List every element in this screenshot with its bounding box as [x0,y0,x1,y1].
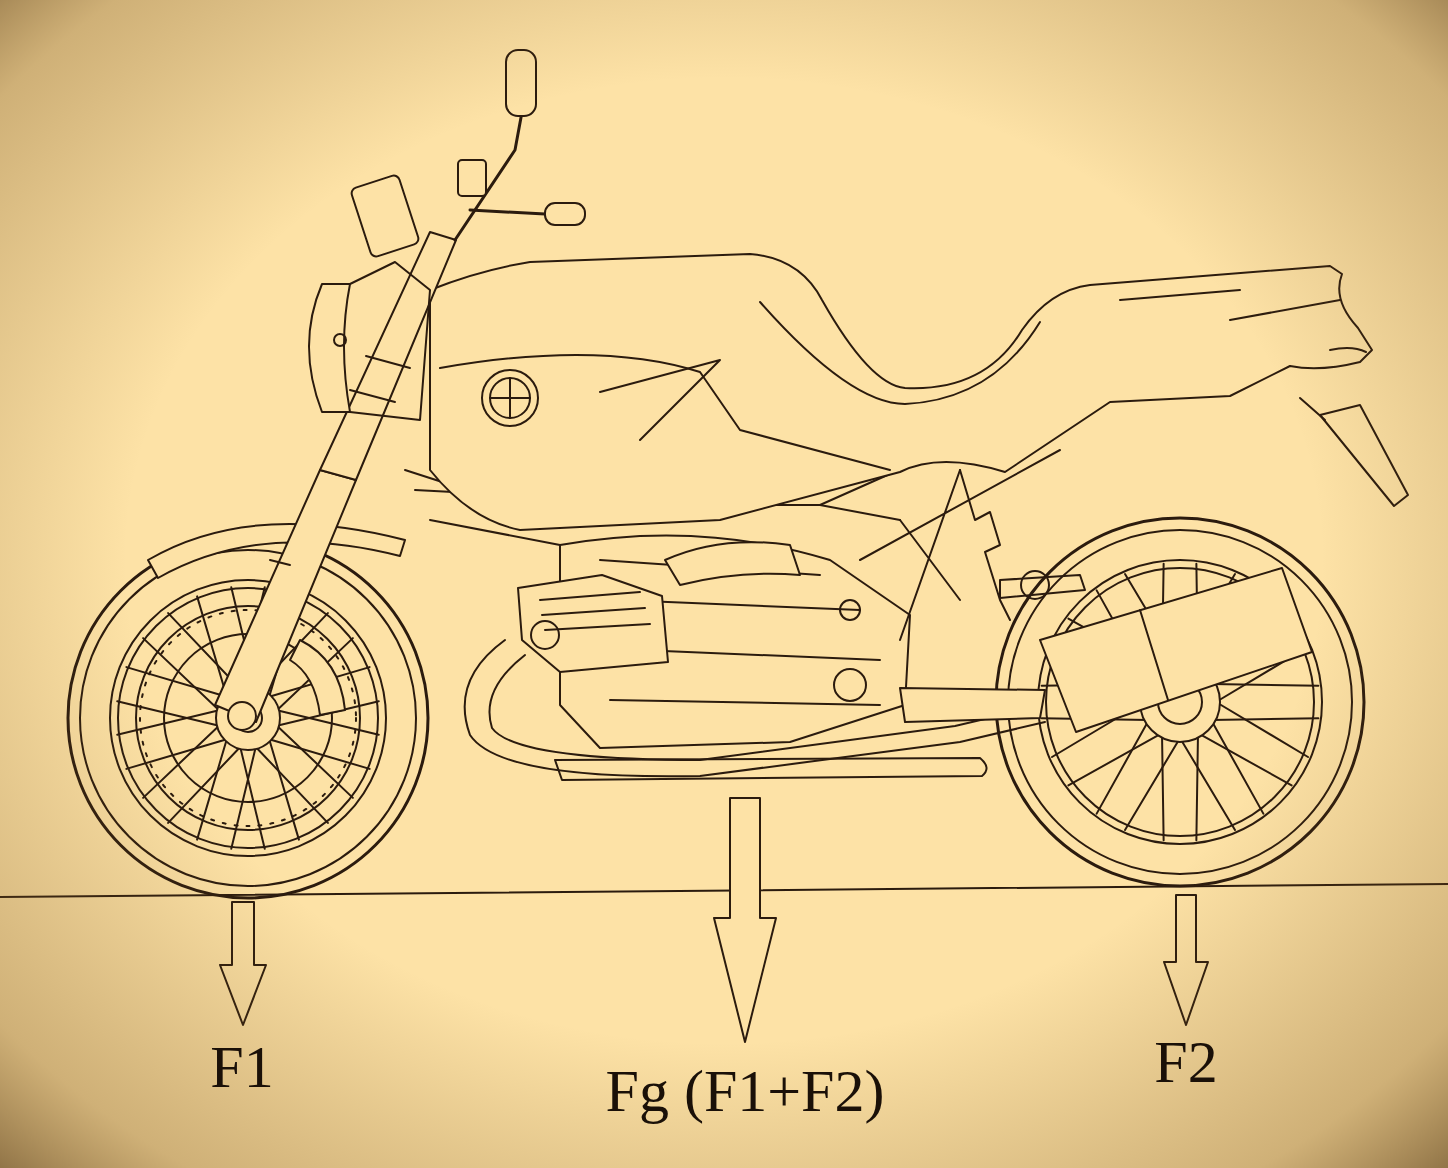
front-wheel [68,538,428,898]
handlebar [470,210,545,214]
body [440,355,890,470]
exhaust-pipe [1040,568,1312,732]
frame [840,600,860,620]
front-fork [270,560,290,565]
handlebar [506,50,536,116]
force-label: F1 [210,1037,273,1097]
body [1320,405,1408,506]
exhaust-pipe [465,568,1312,776]
body [600,290,1340,440]
force-arrow [1164,895,1208,1025]
force-label: Fg (F1+F2) [606,1061,885,1121]
force-arrow [714,798,776,1042]
headlight [350,262,430,420]
handlebar [545,203,585,225]
front-wheel [80,550,416,886]
swingarm [900,688,1045,722]
front-fork [228,702,256,730]
handlebar [455,112,522,240]
front-wheel [118,588,378,848]
front-fork [215,232,456,730]
handlebar [458,160,486,196]
body [760,302,1040,404]
front-wheel [117,677,232,797]
engine [518,535,987,780]
front-fork [215,470,356,722]
headlight [334,334,346,346]
front-wheel [110,580,386,856]
front-wheel [207,734,327,849]
engine [531,621,559,649]
engine [834,669,866,701]
exhaust-pipe [1140,610,1168,700]
force-arrow [1164,895,1208,1025]
headlight [309,262,430,420]
exhaust-pipe [465,640,1045,776]
engine [555,758,987,780]
swingarm [900,470,1085,722]
front-wheel [290,640,345,715]
handlebar [350,50,585,258]
body [1300,348,1366,420]
front-wheel [68,538,428,898]
force-arrow [714,798,776,1042]
headlight [309,284,350,412]
body [490,378,530,418]
body [430,254,1372,530]
engine [540,592,650,630]
rear-wheel [1125,738,1235,830]
engine [665,542,800,585]
swingarm [1000,575,1085,598]
force-arrow [220,902,266,1025]
body [430,254,1408,530]
front-fork [350,356,410,402]
rear-wheel [996,518,1364,886]
body [482,370,538,426]
rear-wheel [1008,530,1352,874]
handlebar [350,174,420,258]
force-arrow [220,902,266,1025]
body [490,378,530,418]
engine [518,575,668,672]
rear-wheel [1038,560,1322,844]
force-label: F2 [1154,1032,1217,1092]
rear-wheel [996,518,1364,886]
